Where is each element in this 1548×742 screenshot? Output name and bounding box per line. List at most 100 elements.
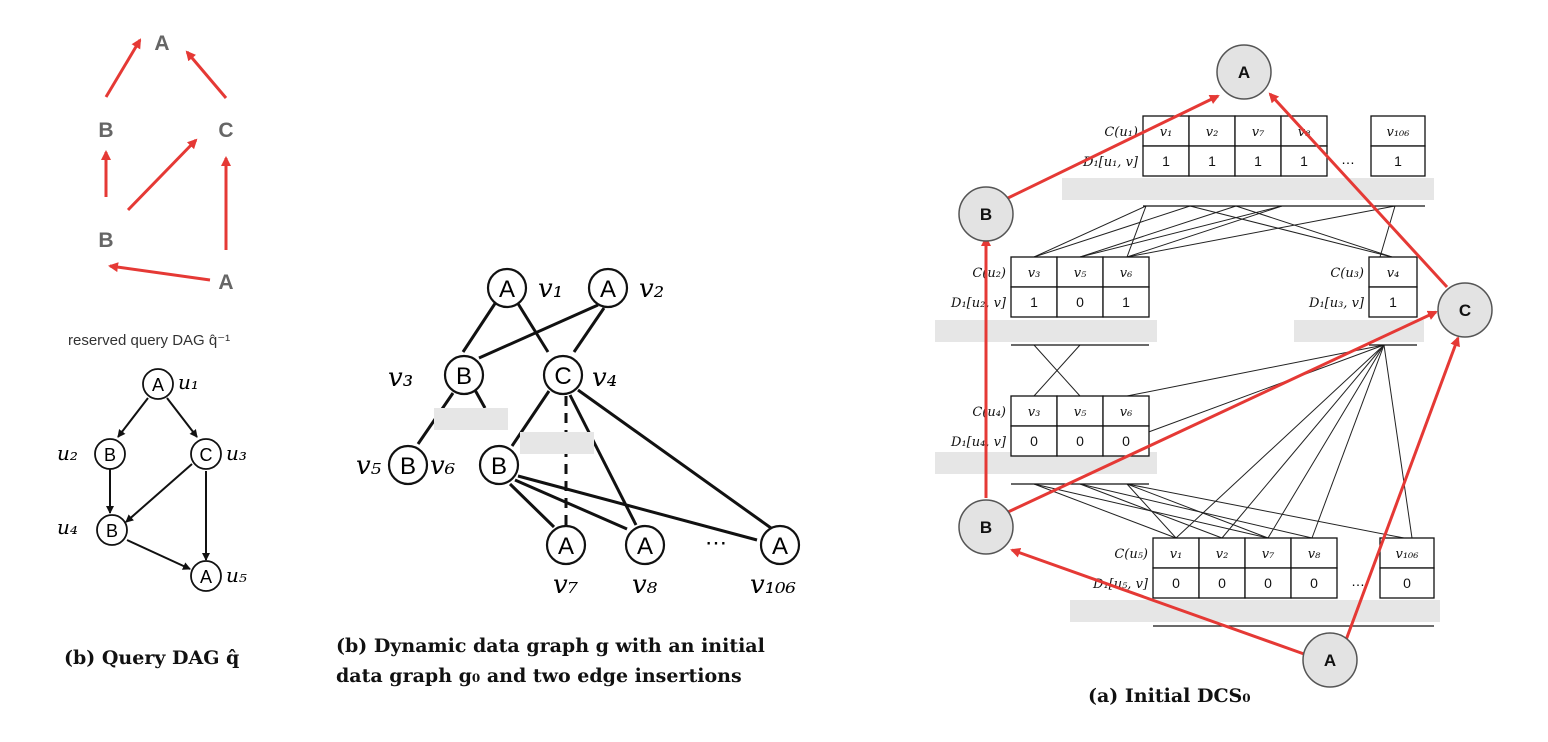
dcs-diagram: C(u₁) D₁[u₁, v] v₁ v₂ v₇ v₈ v₁₀₆ 1 1 1 1… (935, 44, 1493, 707)
dcs-t5-ellipsis: … (1351, 573, 1365, 589)
dcs-t5-last-cell: v₁₀₆ (1396, 547, 1419, 562)
reserved-dag: A B C B A reserved query DAG q̂⁻¹ (68, 32, 234, 349)
data-node-v2-label: A (600, 276, 616, 303)
dcs-table-u5: C(u₅) D₁[u₅, v] v₁ v₂ v₇ v₈ v₁₀₆ 0 0 0 0… (1070, 537, 1440, 627)
query-node-u5-label: A (200, 567, 212, 587)
dcs-arrow-b1-a1 (1007, 94, 1220, 200)
data-edge-v2-v4 (572, 307, 606, 353)
dcs-t2-cell: v₆ (1120, 266, 1133, 281)
dcs-node-a-top (1216, 44, 1272, 100)
data-edge-label-placeholder-1 (434, 408, 508, 430)
dcs-t1-ellipsis: … (1341, 151, 1355, 167)
dcs-node-c-label: C (1459, 301, 1471, 320)
query-node-u1-name: u₁ (178, 370, 199, 394)
query-node-u4-name: u₄ (57, 515, 78, 539)
dcs-t2-value: 1 (1030, 294, 1038, 310)
query-edge-u1-u2 (117, 397, 149, 438)
dcs-node-b-upper-label: B (980, 205, 992, 224)
data-node-v8 (624, 524, 666, 566)
data-node-v7 (545, 524, 587, 566)
dcs-t2-d-label: D₁[u₂, v] (950, 296, 1007, 311)
dcs-t5-value: 0 (1310, 575, 1318, 591)
dcs-t5-cell: v₂ (1216, 547, 1229, 562)
dcs-t3-c-label: C(u₃) (1330, 266, 1364, 281)
data-node-v1 (486, 267, 528, 309)
dcs-arrow-a2-b2 (1010, 547, 1305, 656)
dcs-t1-last-cell: v₁₀₆ (1387, 125, 1410, 140)
query-node-u1-label: A (152, 375, 164, 395)
query-edge-u1-u3 (166, 397, 198, 438)
dcs-node-a-bottom (1302, 632, 1358, 688)
query-dag: A u₁ B u₂ C u₃ B u₄ A u₅ (b) Query DAG q… (57, 368, 247, 669)
dcs-t5-d-label: D₁[u₅, v] (1092, 577, 1149, 592)
dcs-table-u4: C(u₄) D₁[u₄, v] v₃ v₅ v₆ 0 0 0 (935, 395, 1157, 485)
data-edge-label-placeholder-2 (520, 432, 594, 454)
dcs-t2-cell: v₅ (1074, 266, 1087, 281)
reserved-node-b-lower: B (98, 229, 113, 252)
dcs-t3-d-label: D₁[u₃, v] (1308, 296, 1365, 311)
data-edge-v6-v7 (508, 482, 556, 529)
data-node-v106 (759, 524, 801, 566)
data-node-v2-name: v₂ (639, 274, 664, 304)
dcs-t1-value: 1 (1208, 153, 1216, 169)
data-edge-v1-v3 (461, 301, 498, 353)
reserved-dag-caption: reserved query DAG q̂⁻¹ (68, 332, 230, 349)
dcs-t1-cell: v₁ (1160, 125, 1173, 140)
dcs-t5-cell: v₇ (1262, 547, 1275, 562)
dcs-t4-cell: v₆ (1120, 405, 1133, 420)
dcs-connections (1033, 205, 1413, 539)
data-node-v4-label: C (554, 363, 571, 390)
dcs-table-u2: C(u₂) D₁[u₂, v] v₃ v₅ v₆ 1 0 1 (935, 256, 1157, 346)
dcs-arrow-c-a1 (1268, 92, 1449, 289)
dcs-table-u3: C(u₃) D₁[u₃, v] v₄ 1 (1294, 256, 1424, 346)
data-node-v1-label: A (499, 276, 515, 303)
data-node-v106-label: A (772, 533, 788, 560)
dcs-table-u1: C(u₁) D₁[u₁, v] v₁ v₂ v₇ v₈ v₁₀₆ 1 1 1 1… (1062, 115, 1434, 207)
data-node-v5-name: v₅ (356, 451, 382, 481)
data-node-v3 (443, 354, 485, 396)
query-node-u1 (142, 368, 174, 400)
data-graph: A v₁ A v₂ B v₃ C v₄ B v₅ B v₆ A v₇ A v₈ … (336, 267, 801, 687)
data-node-v106-name: v₁₀₆ (750, 570, 796, 600)
reserved-node-a-bottom: A (218, 271, 233, 294)
data-edge-v4-v6 (510, 390, 551, 447)
dcs-t5-value: 0 (1264, 575, 1272, 591)
dcs-t1-last-value: 1 (1394, 153, 1402, 169)
dcs-node-a-top-label: A (1238, 63, 1250, 82)
dcs-t4-value: 0 (1076, 433, 1084, 449)
dcs-node-a-bottom-label: A (1324, 651, 1336, 670)
data-node-v4 (542, 354, 584, 396)
query-edge-u4-u5 (126, 539, 191, 570)
dcs-node-b-lower (958, 499, 1014, 555)
dcs-arrow-a2-c (1344, 336, 1460, 641)
dcs-t5-last-value: 0 (1403, 575, 1411, 591)
dcs-node-b-upper (958, 186, 1014, 242)
data-node-v1-name: v₁ (538, 274, 563, 304)
dcs-t2-cell: v₃ (1028, 266, 1041, 281)
data-node-v6 (478, 444, 520, 486)
dcs-t3-value: 1 (1389, 294, 1397, 310)
query-node-u3-name: u₃ (226, 441, 247, 465)
dcs-t4-value: 0 (1122, 433, 1130, 449)
reserved-edge-c-a1 (185, 50, 228, 99)
query-edge-u3-u4 (125, 463, 193, 523)
data-edge-v6-v106 (517, 474, 758, 542)
data-node-v8-label: A (637, 533, 653, 560)
query-node-u4 (96, 514, 128, 546)
reserved-edge-b2-c (126, 138, 198, 212)
query-node-u4-label: B (106, 521, 118, 541)
dcs-t5-cell: v₁ (1170, 547, 1183, 562)
data-node-v3-name: v₃ (388, 363, 413, 393)
dcs-t1-value: 1 (1300, 153, 1308, 169)
dcs-t4-cell: v₃ (1028, 405, 1041, 420)
dcs-t1-d-label: D₁[u₁, v] (1082, 155, 1139, 170)
query-node-u5 (190, 560, 222, 592)
data-node-v6-label: B (491, 453, 507, 480)
reserved-node-a-top: A (154, 32, 169, 55)
dcs-caption: (a) Initial DCS₀ (1088, 685, 1251, 707)
dcs-t1-value: 1 (1254, 153, 1262, 169)
dcs-t1-value: 1 (1162, 153, 1170, 169)
dcs-t4-c-label: C(u₄) (972, 405, 1006, 420)
data-edge-v3-v6-stub (473, 389, 487, 409)
